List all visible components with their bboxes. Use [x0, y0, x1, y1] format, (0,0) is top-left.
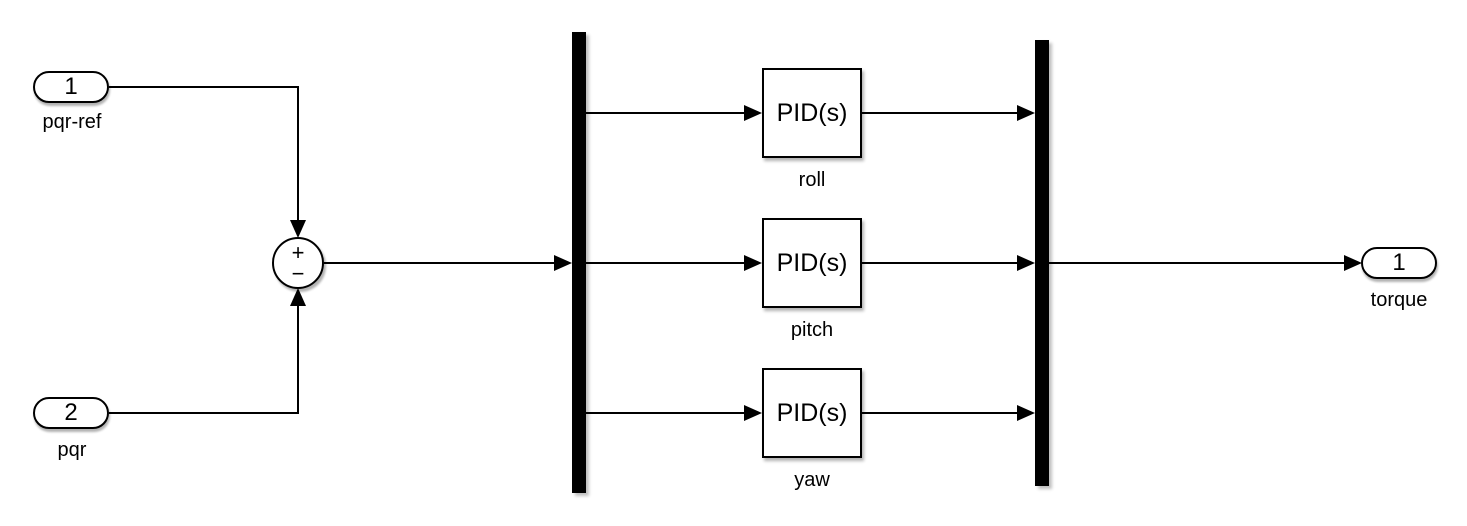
wire-mux-output[interactable] — [1049, 262, 1345, 264]
wire-pitch-output[interactable] — [862, 262, 1019, 264]
arrow-right-icon — [744, 255, 762, 271]
inport-2-label[interactable]: pqr — [57, 439, 87, 461]
outport-1-block[interactable]: 1 — [1361, 247, 1437, 279]
wire-roll-input[interactable] — [586, 112, 746, 114]
inport-2-block[interactable]: 2 — [33, 397, 109, 429]
minus-sign: − — [291, 261, 305, 286]
pid-yaw-label[interactable]: yaw — [794, 469, 830, 491]
wire-roll-output[interactable] — [862, 112, 1019, 114]
pid-yaw-block[interactable]: PID(s) — [762, 368, 862, 458]
wire-inport1-vertical[interactable] — [297, 86, 299, 224]
wire-inport2-vertical[interactable] — [297, 304, 299, 414]
wire-yaw-input[interactable] — [586, 412, 746, 414]
inport-1-label[interactable]: pqr-ref — [42, 111, 102, 133]
outport-1-number: 1 — [1392, 249, 1406, 276]
arrow-right-icon — [1344, 255, 1362, 271]
arrow-right-icon — [1017, 105, 1035, 121]
plus-sign: + — [291, 240, 305, 265]
inport-2-number: 2 — [64, 399, 78, 426]
pid-pitch-label[interactable]: pitch — [790, 319, 834, 341]
outport-1-label[interactable]: torque — [1370, 289, 1428, 311]
wire-inport1-horizontal[interactable] — [109, 86, 299, 88]
pid-roll-block[interactable]: PID(s) — [762, 68, 862, 158]
wire-inport2-horizontal[interactable] — [109, 412, 299, 414]
mux-bar[interactable] — [1035, 40, 1049, 486]
pid-roll-text: PID(s) — [776, 98, 848, 127]
demux-bar[interactable] — [572, 32, 586, 493]
pid-pitch-block[interactable]: PID(s) — [762, 218, 862, 308]
wire-pitch-input[interactable] — [586, 262, 746, 264]
pid-pitch-text: PID(s) — [776, 248, 848, 277]
arrow-right-icon — [554, 255, 572, 271]
arrow-right-icon — [1017, 255, 1035, 271]
arrow-right-icon — [744, 405, 762, 421]
arrow-right-icon — [1017, 405, 1035, 421]
wire-sum-output[interactable] — [324, 262, 556, 264]
arrow-down-icon — [290, 220, 306, 238]
inport-1-number: 1 — [64, 73, 78, 100]
sum-block[interactable]: + − — [272, 237, 324, 289]
pid-roll-label[interactable]: roll — [798, 169, 826, 191]
pid-yaw-text: PID(s) — [776, 398, 848, 427]
wire-yaw-output[interactable] — [862, 412, 1019, 414]
inport-1-block[interactable]: 1 — [33, 71, 109, 103]
arrow-up-icon — [290, 288, 306, 306]
arrow-right-icon — [744, 105, 762, 121]
